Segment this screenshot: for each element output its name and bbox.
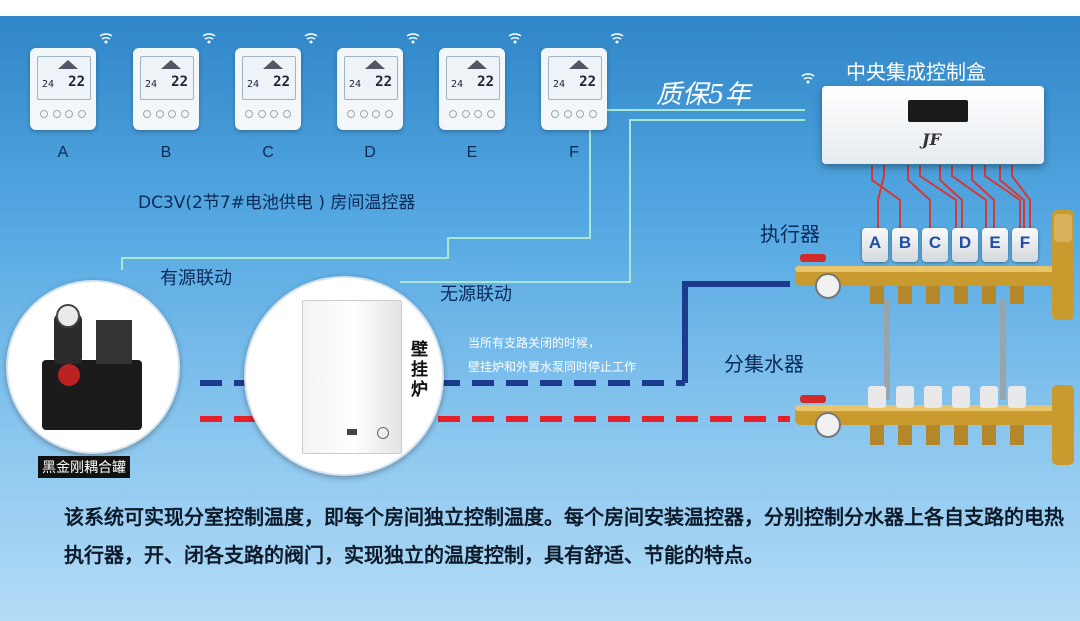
house-icon bbox=[467, 60, 487, 69]
wifi-icon bbox=[406, 33, 420, 44]
passive-link-label: 无源联动 bbox=[440, 284, 512, 305]
house-icon bbox=[365, 60, 385, 69]
house-icon bbox=[58, 60, 78, 69]
thermostat-temp: 22 bbox=[579, 74, 596, 90]
actuator-valve: A bbox=[862, 228, 888, 262]
house-icon bbox=[161, 60, 181, 69]
actuator-valve: E bbox=[982, 228, 1008, 262]
actuator-valve: B bbox=[892, 228, 918, 262]
tank-label: 黑金刚耦合罐 bbox=[38, 456, 130, 478]
description-text: 该系统可实现分室控制温度，即每个房间独立控制温度。每个房间安装温控器，分别控制分… bbox=[64, 505, 1064, 567]
thermostat-buttons bbox=[40, 110, 86, 118]
thermostat-temp: 22 bbox=[171, 74, 188, 90]
wifi-icon bbox=[801, 73, 815, 84]
note-line-2: 壁挂炉和外置水泵同时停止工作 bbox=[468, 360, 637, 374]
thermostat-temp: 22 bbox=[477, 74, 494, 90]
control-box: JF bbox=[822, 86, 1044, 164]
thermostat-b: 24 22 bbox=[133, 33, 216, 130]
thermostat-c: 24 22 bbox=[235, 33, 318, 130]
wifi-icon bbox=[508, 33, 522, 44]
thermostat-e: 24 22 bbox=[439, 33, 522, 130]
thermostat-label: B bbox=[160, 144, 172, 161]
thermostat-screen: 24 22 bbox=[37, 56, 91, 100]
house-icon bbox=[263, 60, 283, 69]
thermostat-set-temp: 24 bbox=[42, 79, 55, 90]
manifold-supports bbox=[884, 300, 1006, 400]
boiler-image bbox=[302, 300, 402, 454]
wifi-icon bbox=[202, 33, 216, 44]
thermostat-set-temp: 24 bbox=[247, 79, 260, 90]
thermostat-set-temp: 24 bbox=[451, 79, 464, 90]
actuator-valve: D bbox=[952, 228, 978, 262]
house-icon bbox=[569, 60, 589, 69]
thermostat-set-temp: 24 bbox=[349, 79, 362, 90]
thermostat-buttons bbox=[143, 110, 189, 118]
thermostat-temp: 22 bbox=[375, 74, 392, 90]
thermostat-temp: 22 bbox=[273, 74, 290, 90]
actuator-valve: C bbox=[922, 228, 948, 262]
control-box-display bbox=[908, 100, 968, 122]
thermostat-screen: 24 22 bbox=[344, 56, 398, 100]
thermostat-screen: 24 22 bbox=[446, 56, 500, 100]
coupling-tank-circle bbox=[6, 280, 180, 454]
thermostat-screen: 24 22 bbox=[548, 56, 602, 100]
actuator-label: 执行器 bbox=[760, 222, 820, 246]
manifold-label: 分集水器 bbox=[724, 352, 804, 376]
wifi-icon bbox=[304, 33, 318, 44]
thermostat-d: 24 22 bbox=[337, 33, 420, 130]
boiler-circle bbox=[244, 276, 444, 476]
wifi-icon bbox=[99, 33, 113, 44]
brand-logo-icon: JF bbox=[922, 130, 941, 149]
manifold-upper bbox=[795, 210, 1074, 320]
thermostat-a: 24 22 bbox=[30, 33, 113, 130]
wifi-icon bbox=[610, 33, 624, 44]
warranty-label: 质保5年 bbox=[656, 80, 751, 110]
note-line-1: 当所有支路关闭的时候， bbox=[468, 336, 601, 350]
thermostat-temp: 22 bbox=[68, 74, 85, 90]
thermostat-screen: 24 22 bbox=[242, 56, 296, 100]
thermostat-caption: DC3V(2节7#电池供电 ) 房间温控器 bbox=[138, 193, 416, 213]
thermostat-label: E bbox=[466, 144, 478, 161]
thermostat-buttons bbox=[449, 110, 495, 118]
thermostat-buttons bbox=[551, 110, 597, 118]
thermostat-label: D bbox=[364, 144, 376, 161]
thermostat-set-temp: 24 bbox=[553, 79, 566, 90]
coupling-tank-image bbox=[42, 304, 142, 430]
thermostat-label: F bbox=[569, 144, 579, 161]
actuator-wires bbox=[871, 165, 1031, 230]
thermostat-set-temp: 24 bbox=[145, 79, 158, 90]
thermostat-buttons bbox=[347, 110, 393, 118]
thermostat-label: C bbox=[262, 144, 274, 161]
boiler-label: 壁挂炉 bbox=[411, 340, 428, 400]
thermostat-label: A bbox=[57, 144, 69, 161]
thermostat-buttons bbox=[245, 110, 291, 118]
thermostat-screen: 24 22 bbox=[140, 56, 194, 100]
thermostat-f: 24 22 bbox=[541, 33, 624, 130]
signal-wire-passive bbox=[400, 119, 805, 283]
control-box-title: 中央集成控制盒 bbox=[846, 60, 986, 84]
actuator-valve: F bbox=[1012, 228, 1038, 262]
active-link-label: 有源联动 bbox=[160, 268, 232, 289]
manifold-lower bbox=[795, 385, 1074, 465]
